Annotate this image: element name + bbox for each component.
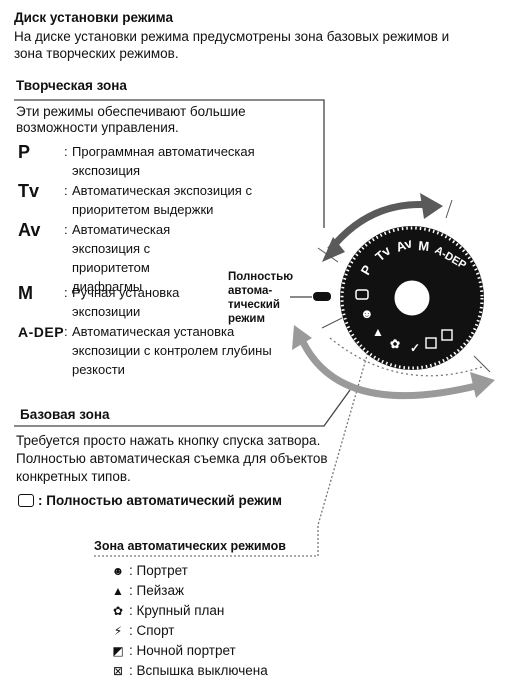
creative-arrow-head-left <box>322 237 345 262</box>
sport-icon: ⚡ <box>113 624 123 638</box>
auto-zone-frame <box>94 344 371 557</box>
creative-zone-title: Творческая зона <box>16 78 127 93</box>
basic-arrow-head-right <box>470 372 495 398</box>
mode-symbol: Av <box>18 220 41 240</box>
creative-zone-frame <box>14 99 325 228</box>
list-item: ✿ : Крупный план <box>110 601 268 621</box>
mode-symbol: Tv <box>18 181 40 201</box>
portrait-icon: ☻ <box>111 564 125 578</box>
svg-text:☻: ☻ <box>360 306 374 321</box>
full-auto-label: : Полностью автоматический режим <box>38 493 282 508</box>
full-auto-icon <box>18 494 34 507</box>
creative-zone-description: Эти режимы обеспечивают большие возможно… <box>16 104 246 135</box>
mode-description: Автоматическая установка экспозиции с ко… <box>72 324 272 377</box>
auto-zone-list: ☻ : Портрет ▲ : Пейзаж ✿ : Крупный план … <box>110 561 268 681</box>
mode-symbol: A-DEP <box>18 324 65 340</box>
mode-item-av: Av : Автоматическая экспозиция с приорит… <box>16 220 306 294</box>
svg-text:✿: ✿ <box>390 337 400 351</box>
basic-zone-title: Базовая зона <box>20 407 110 422</box>
full-auto-dial-label: Полностью автома- тический режим <box>228 271 294 325</box>
page-title: Диск установки режима <box>14 10 174 25</box>
flash-off-icon: ⊠ <box>112 664 124 678</box>
svg-text:Av: Av <box>394 235 415 255</box>
mode-description: Автоматическая экспозиция с приоритетом … <box>72 222 171 294</box>
basic-zone-frame <box>14 389 351 427</box>
dial-index-mark <box>313 292 331 301</box>
landscape-icon: ▲ <box>112 584 124 598</box>
basic-zone-description: Требуется просто нажать кнопку спуска за… <box>16 433 328 484</box>
mode-item-a-dep: A-DEP : Автоматическая установка экспози… <box>18 324 272 377</box>
intro-text: На диске установки режима предусмотрены … <box>14 29 450 61</box>
macro-icon: ✿ <box>112 604 124 618</box>
basic-arrow-arc <box>298 338 481 400</box>
auto-zone-title: Зона автоматических режимов <box>94 539 286 553</box>
mode-description: Автоматическая экспозиция с приоритетом … <box>72 183 252 217</box>
mode-item-p: P : Программная автоматическая экспозици… <box>16 142 306 182</box>
auto-zone-arc <box>329 337 486 377</box>
list-item: ▲ : Пейзаж <box>110 581 268 601</box>
svg-text:▲: ▲ <box>372 325 384 339</box>
mode-symbol: P <box>18 142 31 162</box>
basic-arrow-head-left <box>292 325 312 350</box>
svg-text:M: M <box>418 238 430 254</box>
night-portrait-icon: ◩ <box>112 644 124 658</box>
list-item: ⊠ : Вспышка выключена <box>110 661 268 681</box>
full-auto-mode: : Полностью автоматический режим <box>18 493 282 508</box>
mode-item-m: M : Ручная установка экспозиции <box>16 283 306 323</box>
mode-item-tv: Tv : Автоматическая экспозиция с приорит… <box>16 181 306 221</box>
list-item: ☻ : Портрет <box>110 561 268 581</box>
creative-arrow-head-right <box>420 193 443 219</box>
list-item: ◩ : Ночной портрет <box>110 641 268 661</box>
mode-description: Ручная установка экспозиции <box>72 285 180 319</box>
mode-symbol: M <box>18 283 33 303</box>
list-item: ⚡ : Спорт <box>110 621 268 641</box>
mode-description: Программная автоматическая экспозиция <box>72 144 255 178</box>
creative-arrow-arc <box>327 201 431 253</box>
svg-text:✓: ✓ <box>410 341 420 355</box>
mode-dial: P Tv Av M A-DEP ☻ ▲ ✿ ✓ <box>340 226 484 370</box>
